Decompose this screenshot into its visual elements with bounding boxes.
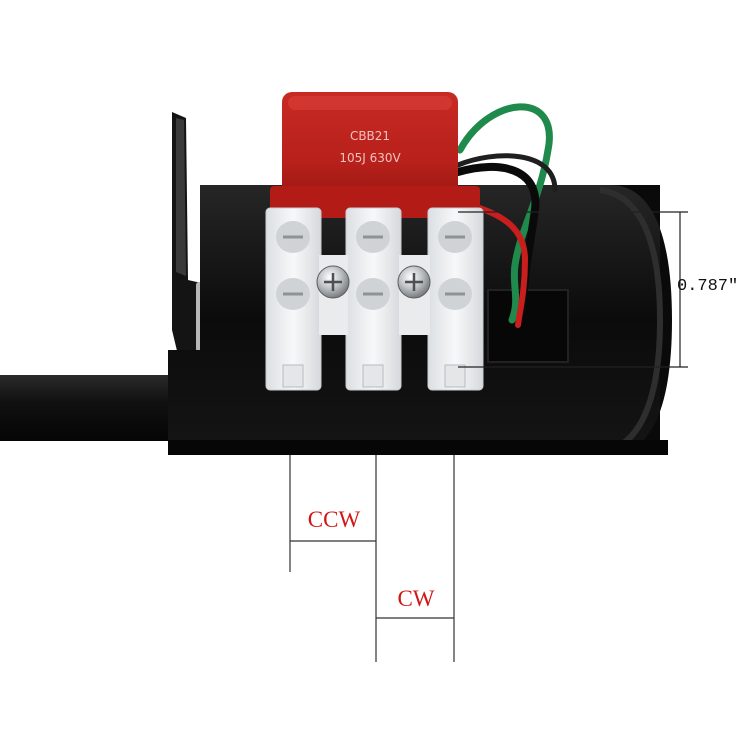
dimension-annotation (458, 211, 688, 368)
dimension-label: 0.787" (677, 277, 738, 296)
wiring-leader-lines (289, 455, 455, 662)
wire-entry-box (487, 289, 569, 363)
power-cable (0, 375, 190, 441)
cw-label: CW (397, 586, 434, 611)
terminal-2 (345, 207, 402, 391)
capacitor-model-text: CBB21 (350, 129, 390, 143)
bridge-screw-2 (397, 265, 431, 299)
terminal-1 (265, 207, 322, 391)
lead-wires (454, 103, 558, 328)
terminal-block (265, 207, 484, 391)
terminal-3 (427, 207, 484, 391)
capacitor: CBB21 105J 630V (270, 92, 480, 218)
ccw-label: CCW (308, 507, 361, 532)
bridge-screw-1 (316, 265, 350, 299)
capacitor-rating-text: 105J 630V (339, 151, 401, 165)
